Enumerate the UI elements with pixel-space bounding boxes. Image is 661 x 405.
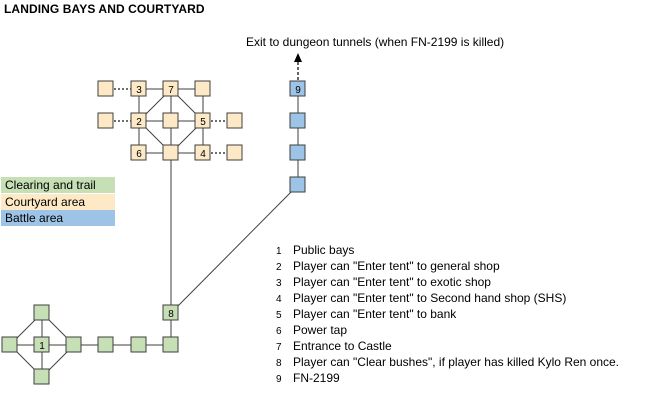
courtyard-node [226, 112, 243, 129]
node-7 [162, 80, 179, 97]
battle-node [289, 112, 306, 129]
courtyard-node [162, 112, 179, 129]
clearing-node [97, 336, 114, 353]
legend-clearing: Clearing and trail [1, 177, 115, 193]
key-number: 8 [276, 358, 282, 369]
key-text: FN-2199 [293, 371, 340, 385]
courtyard-node [97, 80, 114, 97]
key-item: 2 Player can "Enter tent" to general shop [276, 258, 619, 274]
node-label-4: 4 [200, 149, 206, 160]
node-label-9: 9 [295, 85, 301, 96]
key-number: 4 [276, 294, 282, 305]
legend-courtyard: Courtyard area [1, 194, 115, 210]
node-4 [194, 144, 211, 161]
key-number: 3 [276, 278, 282, 289]
clearing-node [1, 336, 18, 353]
node-label-3: 3 [136, 85, 142, 96]
key-item: 4 Player can "Enter tent" to Second hand … [276, 290, 619, 306]
key-text: Power tap [293, 323, 348, 337]
node-3 [130, 80, 147, 97]
key-number: 5 [276, 310, 282, 321]
key-text: Entrance to Castle [293, 339, 392, 353]
node-label-5: 5 [200, 117, 206, 128]
node-label-6: 6 [136, 149, 142, 160]
node-label-8: 8 [168, 309, 174, 320]
key-text: Player can "Enter tent" to general shop [293, 259, 500, 273]
node-label-7: 7 [168, 85, 174, 96]
key-number: 9 [276, 374, 282, 385]
node-8 [162, 304, 179, 321]
legend-battle: Battle area [1, 210, 115, 226]
battle-node [289, 176, 306, 193]
node-label-2: 2 [136, 117, 142, 128]
key-number: 7 [276, 342, 282, 353]
key-item: 9 FN-2199 [276, 370, 619, 386]
key-item: 6 Power tap [276, 322, 619, 338]
courtyard-node [162, 144, 179, 161]
node-6 [130, 144, 147, 161]
clearing-node [33, 304, 50, 321]
courtyard-node [226, 144, 243, 161]
key-item: 3 Player can "Enter tent" to exotic shop [276, 274, 619, 290]
key-text: Public bays [293, 243, 355, 257]
node-2 [130, 112, 147, 129]
key-item: 8 Player can "Clear bushes", if player ha… [276, 354, 619, 370]
key-item: 7 Entrance to Castle [276, 338, 619, 354]
page-title: LANDING BAYS AND COURTYARD [4, 2, 205, 16]
key-item: 5 Player can "Enter tent" to bank [276, 306, 619, 322]
courtyard-node [194, 80, 211, 97]
key-text: Player can "Enter tent" to exotic shop [293, 275, 491, 289]
exit-label: Exit to dungeon tunnels (when FN-2199 is… [246, 35, 505, 49]
node-9 [289, 80, 306, 97]
battle-node [289, 144, 306, 161]
key-item: 1 Public bays [276, 242, 619, 258]
key-number: 1 [276, 246, 282, 257]
clearing-node [162, 336, 179, 353]
node-label-1: 1 [39, 341, 45, 352]
key-text: Player can "Enter tent" to bank [293, 307, 457, 321]
node-1 [33, 336, 50, 353]
key-text: Player can "Clear bushes", if player has… [293, 355, 620, 369]
node-5 [194, 112, 211, 129]
key-number: 6 [276, 326, 282, 337]
courtyard-node [97, 112, 114, 129]
clearing-node [65, 336, 82, 353]
clearing-node [33, 368, 50, 385]
key-text: Player can "Enter tent" to Second hand s… [293, 291, 567, 305]
key-number: 2 [276, 262, 282, 273]
clearing-node [130, 336, 147, 353]
